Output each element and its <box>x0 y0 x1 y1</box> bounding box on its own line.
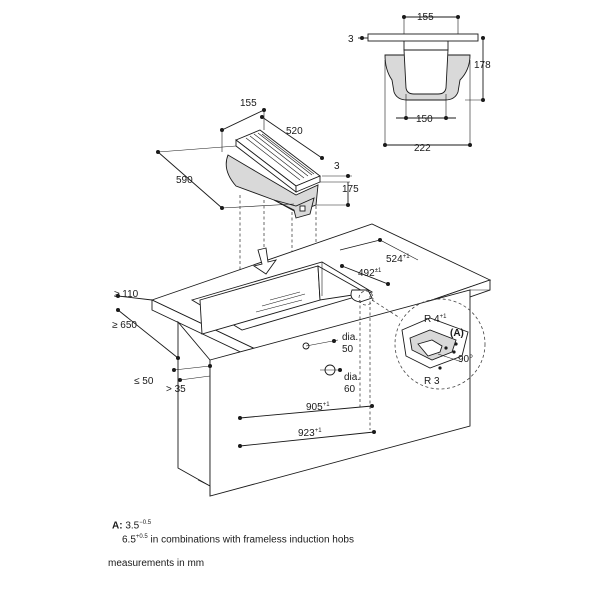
note-a-line-2: 6.5+0.5 in combinations with frameless i… <box>122 534 354 546</box>
dim-unit-width: 155 <box>240 98 257 109</box>
insert-arrow <box>252 247 278 275</box>
cabinet-side <box>177 320 211 487</box>
cabinet-dimensions: 524+1 492±1 ≥ 110 ≥ 650 ≤ 50 > 35 dia. 5… <box>112 238 419 448</box>
dim-front-gap: ≥ 110 <box>114 289 139 300</box>
dim-top-offset: 3 <box>348 34 354 45</box>
detail-outline <box>394 298 486 390</box>
dim-top-width: 155 <box>417 12 434 23</box>
dim-top-height: 178 <box>474 60 491 71</box>
dim-unit-height: 175 <box>342 184 359 195</box>
detail-a-label: (A) <box>450 328 464 339</box>
detail-radius-4: R 4+1 <box>424 314 447 325</box>
dia-value-2: 60 <box>344 384 356 395</box>
dim-unit-depth: 590 <box>176 175 193 186</box>
dim-cut-inner: 492±1 <box>358 268 382 279</box>
unit-outlet <box>273 197 315 219</box>
dim-edge-min: > 35 <box>166 384 186 395</box>
dim-923: 923+1 <box>298 428 322 439</box>
unit-body <box>225 154 319 213</box>
downdraft-unit-view: 155 520 590 3 175 <box>156 98 359 219</box>
cross-section-plate <box>367 33 479 42</box>
cross-section-view: 155 3 178 150 222 <box>348 12 491 154</box>
dia-label-2: dia. <box>344 372 360 383</box>
note-units: measurements in mm <box>108 558 205 569</box>
dim-top-inner: 150 <box>416 114 433 125</box>
dim-unit-thickness: 3 <box>334 161 340 172</box>
unit-grille-slots <box>245 132 315 181</box>
dim-top-outer: 222 <box>414 143 431 154</box>
dim-depth-min: ≥ 650 <box>112 320 137 331</box>
cross-section-duct <box>403 49 449 95</box>
detail-angle: 90° <box>458 354 473 365</box>
dim-unit-length: 520 <box>286 126 303 137</box>
dim-edge-max: ≤ 50 <box>134 376 154 387</box>
detail-circle: R 4+1 (A) 90° R 3 <box>358 290 486 390</box>
dim-cut-width: 524+1 <box>386 254 410 265</box>
dia-value-1: 50 <box>342 344 354 355</box>
dia-label-1: dia. <box>342 332 358 343</box>
note-a-line-1: A: 3.5−0.5 <box>112 520 152 532</box>
dim-905: 905+1 <box>306 402 330 413</box>
detail-radius-3: R 3 <box>424 376 440 387</box>
